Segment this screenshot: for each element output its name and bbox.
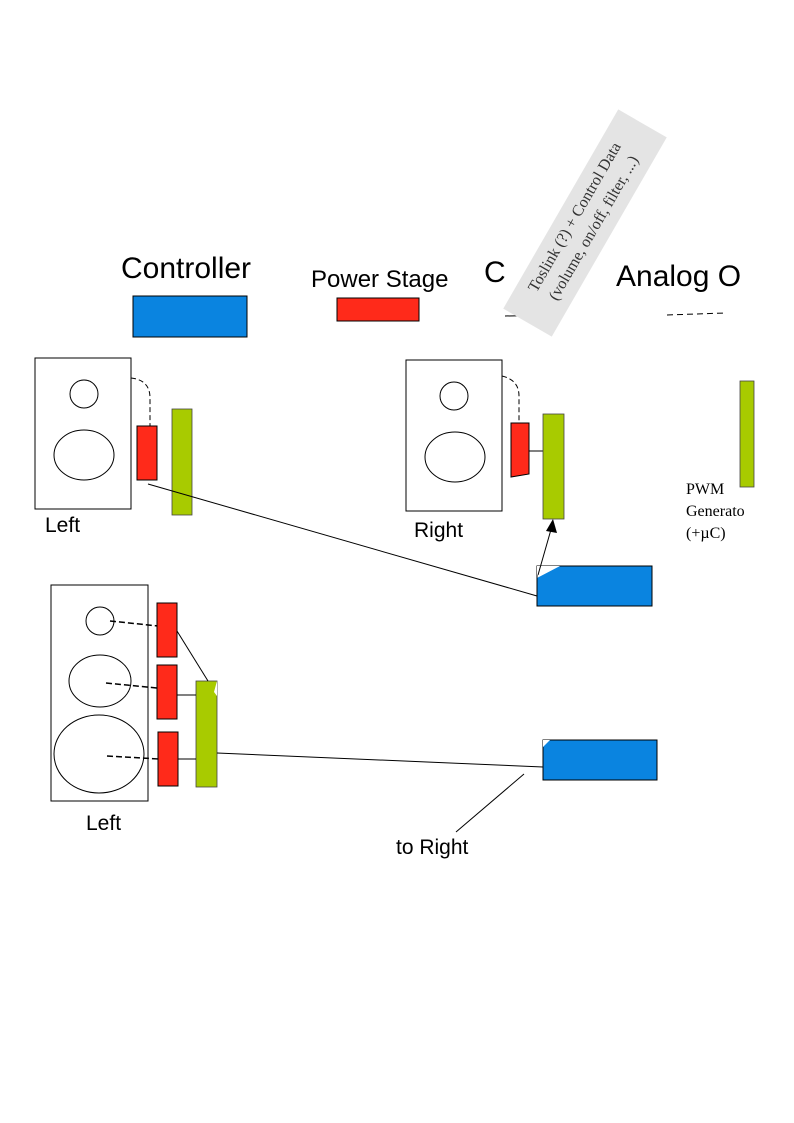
- to-right-label: to Right: [396, 836, 469, 859]
- woofer: [53, 429, 115, 481]
- controller-block-bottom: [542, 739, 658, 781]
- woofer: [53, 714, 145, 794]
- analog-dashed-link: [130, 377, 151, 426]
- solid-link: [176, 630, 209, 682]
- power-stage-block: [157, 731, 179, 787]
- speaker-top-left: [34, 357, 132, 510]
- legend-controller-label: Controller: [121, 252, 252, 285]
- to-right-line: [455, 773, 525, 833]
- legend-power-stage-swatch: [336, 297, 420, 322]
- power-stage-block: [156, 664, 178, 720]
- tweeter: [85, 606, 115, 636]
- pwm-block: [542, 413, 565, 520]
- pwm-block: [171, 408, 193, 516]
- pwm-block: [195, 680, 218, 788]
- legend-controller-swatch: [132, 295, 248, 338]
- pwm-line2: Generato: [686, 503, 745, 520]
- controller-notch: [537, 566, 560, 578]
- power-stage-block: [156, 602, 178, 658]
- speaker-label-right-top: Right: [414, 519, 464, 542]
- pwm-line1: PWM: [686, 481, 725, 498]
- toslink-line: [147, 483, 538, 597]
- controller-block-top: [536, 565, 653, 607]
- legend-analog-label: Analog O: [616, 260, 742, 293]
- tweeter: [439, 381, 469, 411]
- pwm-generator-label: PWM Generato (+µC): [686, 479, 794, 545]
- controller-notch: [543, 740, 550, 747]
- pwm-generator-block: [739, 380, 755, 488]
- power-stage-block: [510, 422, 530, 478]
- pwm-line3: (+µC): [686, 525, 726, 542]
- midrange: [68, 654, 132, 708]
- speaker-label-left-bottom: Left: [86, 812, 122, 835]
- speaker-top-right: [405, 359, 503, 512]
- legend-c-label: C: [484, 256, 506, 289]
- legend-dashed-line: [666, 312, 726, 316]
- legend-power-stage-label: Power Stage: [311, 266, 449, 293]
- speaker-label-left-top: Left: [45, 514, 81, 537]
- toslink-line: [216, 752, 544, 768]
- analog-dashed-link: [109, 620, 159, 627]
- analog-dashed-link: [501, 375, 520, 423]
- speaker-bottom-left: [50, 584, 149, 802]
- power-stage-block: [136, 425, 158, 481]
- arrowhead: [546, 519, 557, 533]
- tweeter: [69, 379, 99, 409]
- pwm-notch: [214, 681, 217, 696]
- control-arrow-line: [537, 525, 553, 576]
- woofer: [424, 431, 486, 483]
